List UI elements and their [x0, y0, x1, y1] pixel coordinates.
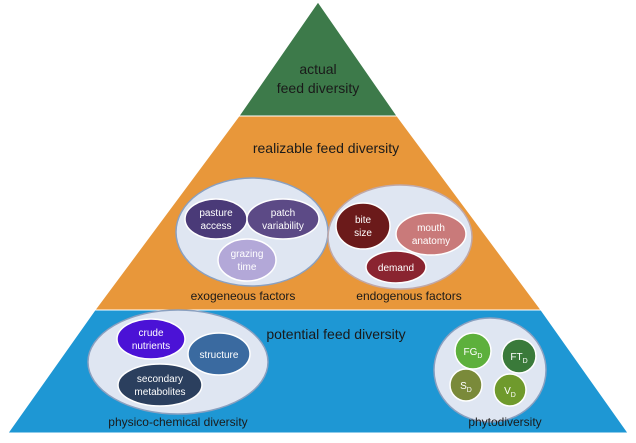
bite-size-line2: size: [354, 228, 372, 239]
top-title-line2: feed diversity: [277, 80, 359, 96]
grazing-time-bubble: [217, 238, 277, 282]
v-d-sub: D: [511, 392, 516, 399]
phytodiversity-label: phytodiversity: [468, 415, 541, 429]
demand-bubble: [365, 250, 427, 284]
v-d-label: VD: [504, 386, 516, 399]
s-d-main: S: [460, 381, 467, 392]
mouth-anatomy-line2: anatomy: [412, 236, 450, 247]
endogenous-factors-label: endogenous factors: [356, 289, 461, 303]
pasture-access-line1: pasture: [199, 208, 233, 219]
structure-bubble: [187, 332, 251, 376]
s-d-sub: D: [467, 387, 472, 394]
grazing-time-line2: time: [238, 262, 257, 273]
fg-d-bubble: [454, 332, 492, 370]
crude-nutrients-line1: crude: [138, 328, 163, 339]
structure-label: structure: [200, 350, 239, 361]
ft-d-main: FT: [510, 352, 522, 363]
patch-variability-line2: variability: [262, 221, 304, 232]
bottom-title: potential feed diversity: [266, 326, 405, 342]
s-d-bubble: [449, 368, 483, 402]
pasture-access-bubble: [184, 198, 248, 240]
bite-size-bubble: [335, 202, 391, 250]
ft-d-bubble: [501, 338, 537, 374]
pasture-access-line2: access: [200, 221, 231, 232]
v-d-bubble: [493, 373, 527, 407]
crude-nutrients-bubble: [116, 318, 186, 360]
ft-d-sub: D: [523, 358, 528, 365]
tier-actual-feed-diversity: [238, 1, 398, 117]
crude-nutrients-line2: nutrients: [132, 341, 170, 352]
patch-variability-line1: patch: [271, 208, 295, 219]
demand-label: demand: [378, 263, 414, 274]
ft-d-label: FTD: [510, 352, 527, 365]
secondary-metabolites-line2: metabolites: [134, 387, 185, 398]
s-d-label: SD: [460, 381, 472, 394]
exogenous-factors-label: exogeneous factors: [191, 289, 296, 303]
grazing-time-line1: grazing: [231, 249, 264, 260]
patch-variability-bubble: [246, 198, 320, 240]
mouth-anatomy-line1: mouth: [417, 223, 445, 234]
bite-size-line1: bite: [355, 215, 372, 226]
fg-d-label: FGD: [464, 347, 483, 360]
secondary-metabolites-line1: secondary: [137, 374, 183, 385]
fg-d-sub: D: [477, 353, 482, 360]
secondary-metabolites-bubble: [117, 363, 203, 407]
v-d-main: V: [504, 386, 511, 397]
fg-d-main: FG: [464, 347, 478, 358]
top-title-line1: actual: [299, 61, 336, 77]
physico-chemical-label: physico-chemical diversity: [108, 415, 247, 429]
mouth-anatomy-bubble: [395, 212, 467, 256]
middle-title: realizable feed diversity: [253, 140, 399, 156]
